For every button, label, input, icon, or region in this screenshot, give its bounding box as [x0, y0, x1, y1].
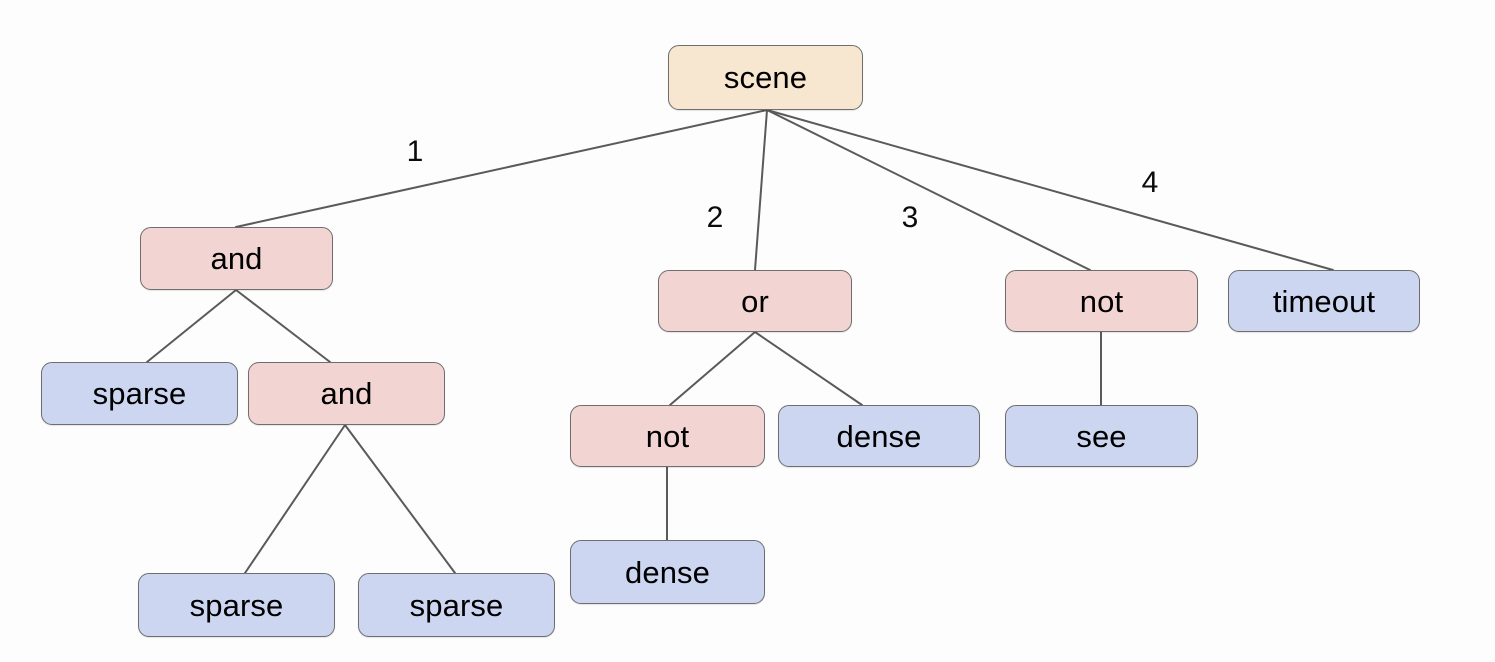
tree-edge-scene-to-not1 [766, 109, 1091, 271]
tree-node-label: not [645, 418, 690, 454]
tree-edge-scene-to-and1 [235, 109, 768, 228]
edge-label-3: 3 [901, 201, 919, 234]
tree-node-not1[interactable]: not [1005, 270, 1198, 332]
tree-node-label: not [1079, 283, 1124, 319]
tree-node-see1[interactable]: see [1005, 405, 1198, 467]
tree-edge-or1-to-not2 [669, 331, 756, 406]
tree-edge-scene-to-timeout1 [766, 109, 1334, 271]
tree-edge-scene-to-or1 [754, 109, 768, 271]
tree-node-sparse2[interactable]: sparse [138, 573, 335, 637]
tree-edge-and2-to-sparse2 [244, 424, 346, 574]
tree-node-sparse3[interactable]: sparse [358, 573, 555, 637]
tree-node-label: scene [723, 60, 808, 95]
edge-label-4: 4 [1141, 166, 1159, 199]
tree-node-sparse1[interactable]: sparse [41, 362, 238, 425]
tree-node-timeout1[interactable]: timeout [1228, 270, 1420, 332]
tree-node-label: dense [836, 418, 922, 454]
edge-label-2: 2 [706, 201, 724, 234]
tree-node-dense1[interactable]: dense [778, 405, 980, 467]
tree-node-dense2[interactable]: dense [570, 540, 765, 604]
edge-label-1: 1 [406, 135, 424, 168]
tree-node-not2[interactable]: not [570, 405, 765, 467]
tree-node-label: timeout [1272, 283, 1376, 319]
tree-edge-and2-to-sparse3 [344, 424, 456, 574]
tree-node-label: or [741, 283, 769, 319]
tree-node-label: sparse [189, 587, 284, 623]
tree-node-label: sparse [409, 587, 504, 623]
tree-node-and1[interactable]: and [140, 227, 333, 290]
tree-edge-or1-to-dense1 [754, 331, 863, 406]
tree-node-label: and [320, 376, 373, 411]
tree-node-and2[interactable]: and [248, 362, 445, 425]
tree-node-label: and [210, 241, 263, 276]
tree-node-label: dense [625, 554, 710, 590]
tree-edge-and1-to-sparse1 [146, 289, 237, 363]
tree-node-or1[interactable]: or [658, 270, 852, 332]
tree-edge-and1-to-and2 [235, 289, 331, 363]
tree-node-label: see [1076, 418, 1127, 454]
tree-node-scene[interactable]: scene [668, 45, 863, 110]
tree-node-label: sparse [92, 376, 187, 411]
